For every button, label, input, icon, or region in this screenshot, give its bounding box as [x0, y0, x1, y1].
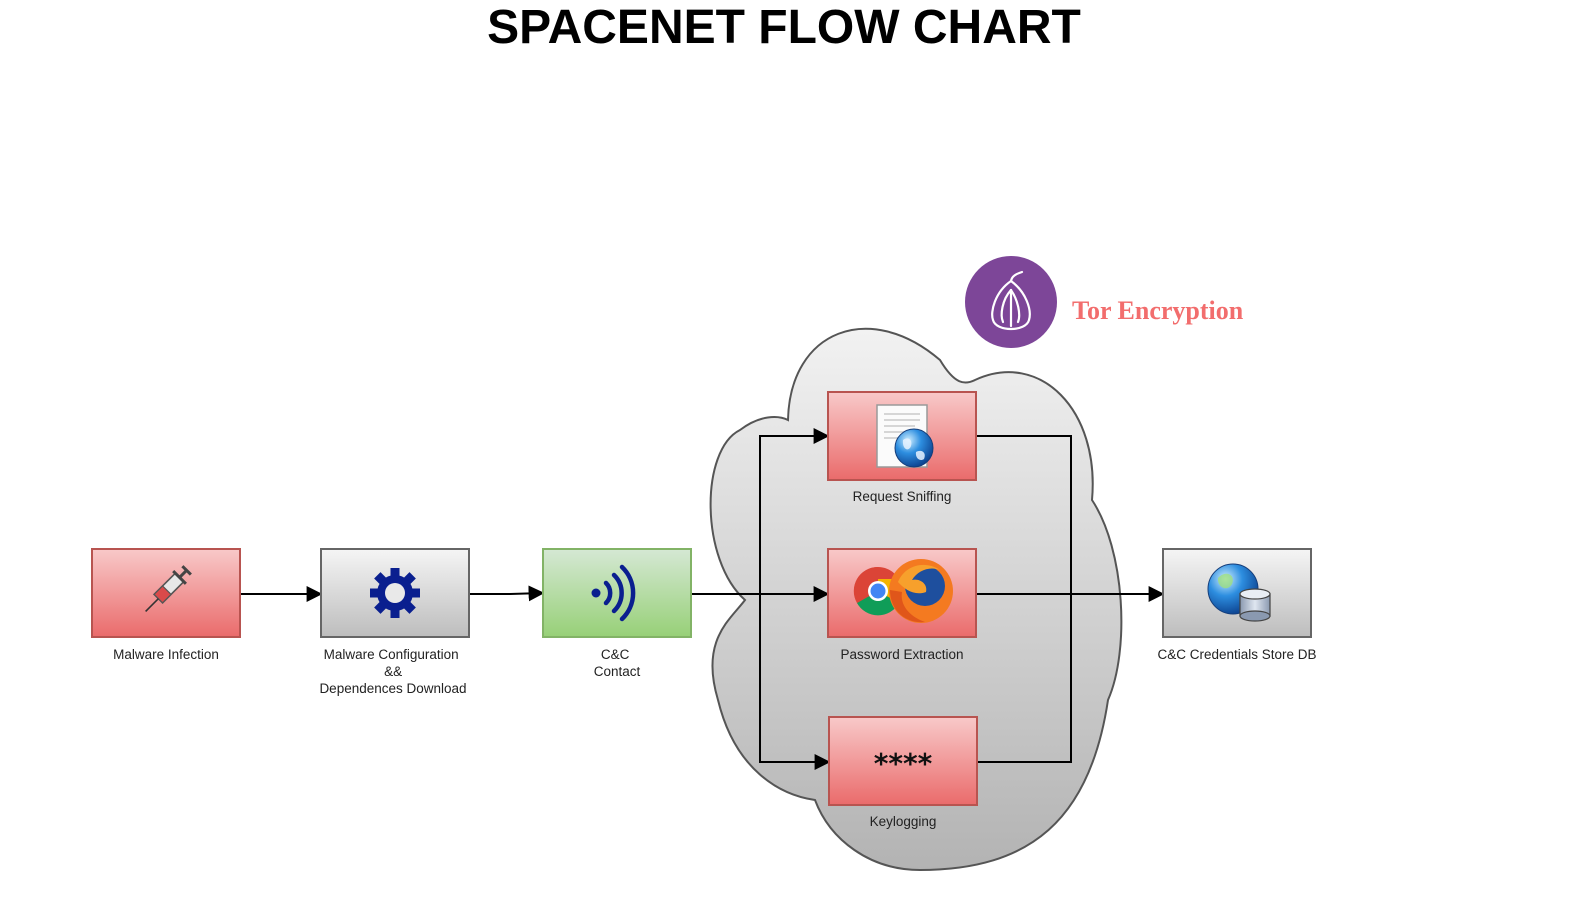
gear-icon — [370, 568, 420, 618]
svg-text:C&C Credentials Store DB: C&C Credentials Store DB — [1157, 647, 1316, 662]
node-label-line: Malware Configuration — [324, 647, 459, 662]
node-keylogging[interactable]: **** Keylogging — [828, 716, 978, 829]
node-label-line: Password Extraction — [840, 647, 963, 662]
edge-config-to-cc — [470, 585, 545, 602]
edge-cc-to-sniffing — [759, 428, 830, 594]
node-cc-contact[interactable]: C&C Contact — [542, 548, 692, 679]
syringe-icon — [145, 565, 192, 612]
node-label-line: Dependences Download — [319, 681, 466, 696]
node-label-line: Malware Infection — [113, 647, 219, 662]
node-cc-credentials-store[interactable]: C&C Credentials Store DB — [1157, 548, 1317, 662]
node-label-line: Request Sniffing — [853, 489, 952, 504]
node-malware-infection[interactable]: Malware Infection — [91, 548, 241, 662]
edges — [240, 428, 1165, 770]
wifi-signal-icon — [591, 564, 636, 622]
web-document-icon — [876, 404, 934, 468]
node-label-line: C&C — [601, 647, 630, 662]
tor-label: Tor Encryption — [1072, 296, 1244, 325]
page-title: SPACENET FLOW CHART — [487, 1, 1081, 54]
node-label-line: && — [384, 664, 402, 679]
node-malware-configuration[interactable]: Malware Configuration && Dependences Dow… — [319, 548, 470, 696]
edge-cc-to-keylogging — [759, 594, 831, 770]
node-request-sniffing[interactable]: Request Sniffing — [827, 391, 977, 504]
svg-text:Malware Infection: Malware Infection — [113, 647, 219, 662]
node-box — [828, 716, 978, 806]
edge-keylogging-to-db — [978, 594, 1072, 763]
svg-text:C&C Contact: C&C Contact — [594, 647, 641, 679]
browsers-icon — [853, 559, 953, 623]
node-box — [542, 548, 692, 638]
svg-text:Request Sniffing: Request Sniffing — [853, 489, 952, 504]
node-label-line: Keylogging — [870, 814, 937, 829]
globe-database-icon — [1207, 563, 1271, 622]
firefox-icon — [889, 559, 953, 623]
svg-text:Password Extraction: Password Extraction — [840, 647, 963, 662]
tor-badge: Tor Encryption — [965, 256, 1244, 348]
asterisks-icon: **** — [874, 747, 933, 780]
svg-text:Malware Configuration &&: Malware Configuration && Dependences Dow… — [319, 647, 466, 696]
edge-sniffing-to-db — [977, 435, 1072, 594]
svg-text:Keylogging: Keylogging — [870, 814, 937, 829]
node-label-line: Contact — [594, 664, 641, 679]
node-password-extraction[interactable]: Password Extraction — [827, 548, 977, 662]
node-label-line: C&C Credentials Store DB — [1157, 647, 1316, 662]
